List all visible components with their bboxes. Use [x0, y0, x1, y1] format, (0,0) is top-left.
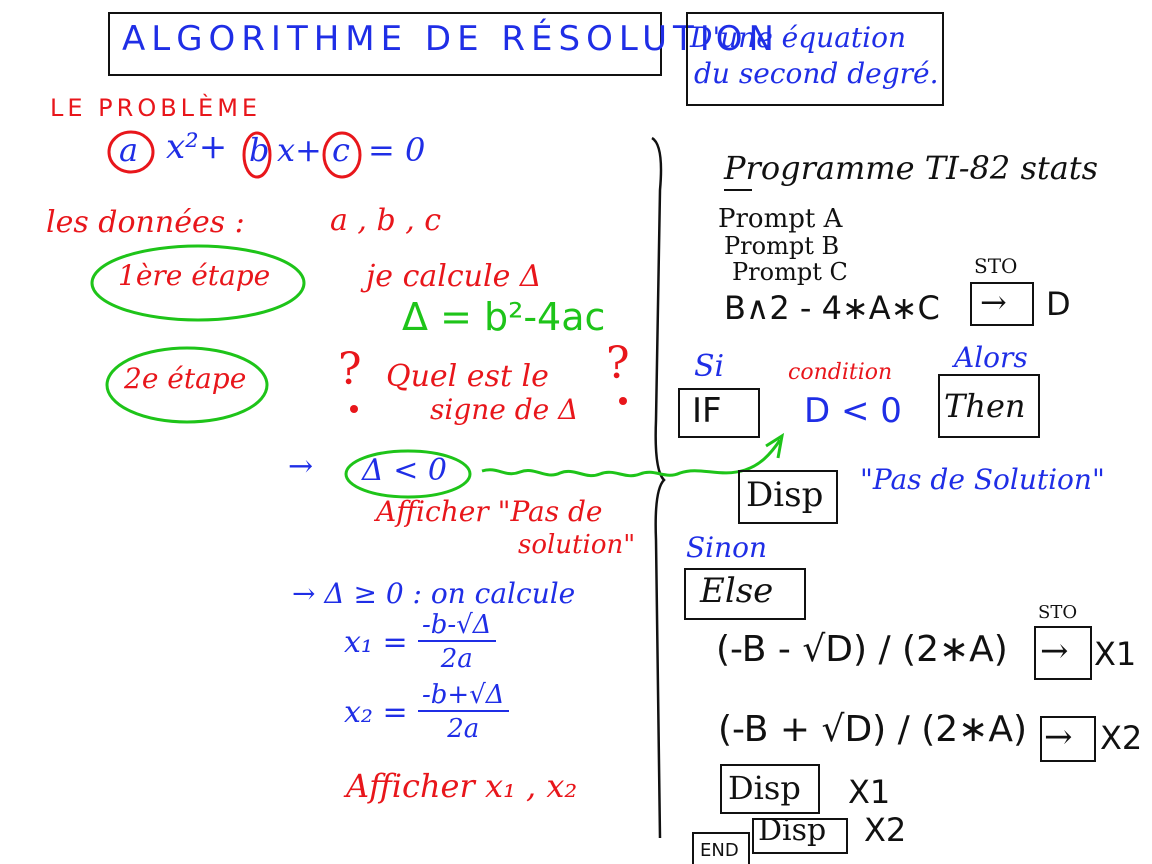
donnees-label: les données : — [46, 205, 245, 240]
disp-x2: X2 — [864, 811, 907, 849]
si-label: Si — [694, 349, 725, 384]
disp-x1: X1 — [848, 773, 891, 811]
x2-denominator: 2a — [447, 714, 480, 744]
calc-target: D — [1046, 285, 1071, 323]
then-keyword: Then — [944, 387, 1026, 425]
sto-arrow-box — [970, 282, 1034, 326]
question-line-2: signe de Δ — [430, 393, 579, 426]
disp-keyword-3: Disp — [758, 813, 827, 848]
x2-fraction: -b+√Δ 2a — [418, 682, 509, 742]
x1-numerator: -b-√Δ — [418, 612, 496, 642]
x2-label: x₂ = — [344, 695, 408, 730]
etape2-label: 2e étape — [124, 362, 247, 395]
x1-label: x₁ = — [344, 625, 408, 660]
sto-label-2: STO — [1038, 602, 1078, 623]
x1-expr: (-B - √D) / (2∗A) — [716, 629, 1008, 670]
if-box — [678, 388, 760, 438]
disp-box-1 — [738, 470, 838, 524]
etape1-text: je calcule Δ — [366, 259, 542, 294]
end-box — [692, 832, 750, 864]
case-neg-arrow: → — [288, 449, 314, 484]
divider-line — [651, 136, 666, 839]
calc-line: B∧2 - 4∗A∗C — [724, 289, 940, 327]
eq-x2: x²+ — [166, 127, 228, 167]
x1-target: X1 — [1094, 635, 1137, 673]
qmark-left: ? — [338, 344, 362, 395]
x2-target: X2 — [1100, 719, 1143, 757]
x2-arrow-box — [1040, 716, 1096, 762]
prompt-b: Prompt B — [724, 232, 840, 260]
page-title: ALGORITHME DE RÉSOLUTION — [122, 19, 780, 59]
sinon-label: Sinon — [686, 531, 768, 564]
subtitle-box — [686, 12, 944, 106]
then-box — [938, 374, 1040, 438]
else-box — [684, 568, 806, 620]
program-title: Programme TI-82 stats — [724, 149, 1099, 187]
etape1-label: 1ère étape — [118, 259, 271, 292]
x2-arrow: → — [1044, 717, 1073, 757]
wavy-arrow — [481, 439, 782, 478]
x2-numerator: -b+√Δ — [418, 682, 509, 712]
eq-b: b — [249, 131, 270, 169]
case-pos: → Δ ≥ 0 : on calcule — [292, 577, 576, 610]
no-solution-msg: "Pas de Solution" — [860, 463, 1105, 496]
eq-zero: = 0 — [368, 131, 426, 169]
x1-fraction: -b-√Δ 2a — [418, 612, 496, 672]
afficher-line-2: solution" — [518, 530, 636, 560]
title-box — [108, 12, 662, 76]
condition-expr: D < 0 — [804, 391, 902, 431]
question-line-1: Quel est le — [386, 359, 549, 394]
x1-arrow-box — [1034, 626, 1092, 680]
qmark-dot-left — [350, 405, 358, 413]
disp-keyword: Disp — [746, 475, 824, 515]
donnees-values: a , b , c — [330, 203, 442, 238]
wavy-arrow-head — [765, 432, 785, 459]
afficher-roots: Afficher x₁ , x₂ — [346, 767, 578, 805]
sto-arrow: → — [980, 283, 1007, 321]
delta-formula: Δ = b²-4ac — [402, 295, 606, 339]
subtitle-line-2: du second degré. — [694, 57, 939, 90]
x1-arrow: → — [1040, 631, 1069, 671]
sto-label: STO — [974, 254, 1018, 278]
subtitle-line-1: D'une équation — [690, 21, 907, 54]
if-keyword: IF — [692, 391, 722, 431]
x2-expr: (-B + √D) / (2∗A) — [718, 709, 1028, 750]
alors-label: Alors — [954, 341, 1028, 374]
else-keyword: Else — [700, 571, 774, 611]
end-keyword: END — [700, 840, 739, 861]
disp-box-2 — [720, 764, 820, 814]
disp-box-3 — [752, 818, 848, 854]
x1-denominator: 2a — [440, 644, 473, 674]
eq-a: a — [119, 131, 139, 169]
case-neg: Δ < 0 — [362, 453, 447, 488]
prompt-a: Prompt A — [718, 204, 843, 234]
probleme-label: LE PROBLÈME — [50, 94, 262, 122]
prompt-c: Prompt C — [732, 258, 848, 286]
eq-c: c — [332, 131, 350, 169]
qmark-right: ? — [606, 338, 630, 389]
disp-keyword-2: Disp — [728, 769, 801, 807]
condition-label: condition — [788, 360, 893, 385]
qmark-dot-right — [619, 397, 627, 405]
eq-x-plus: x+ — [277, 131, 322, 169]
afficher-line-1: Afficher "Pas de — [376, 495, 603, 528]
